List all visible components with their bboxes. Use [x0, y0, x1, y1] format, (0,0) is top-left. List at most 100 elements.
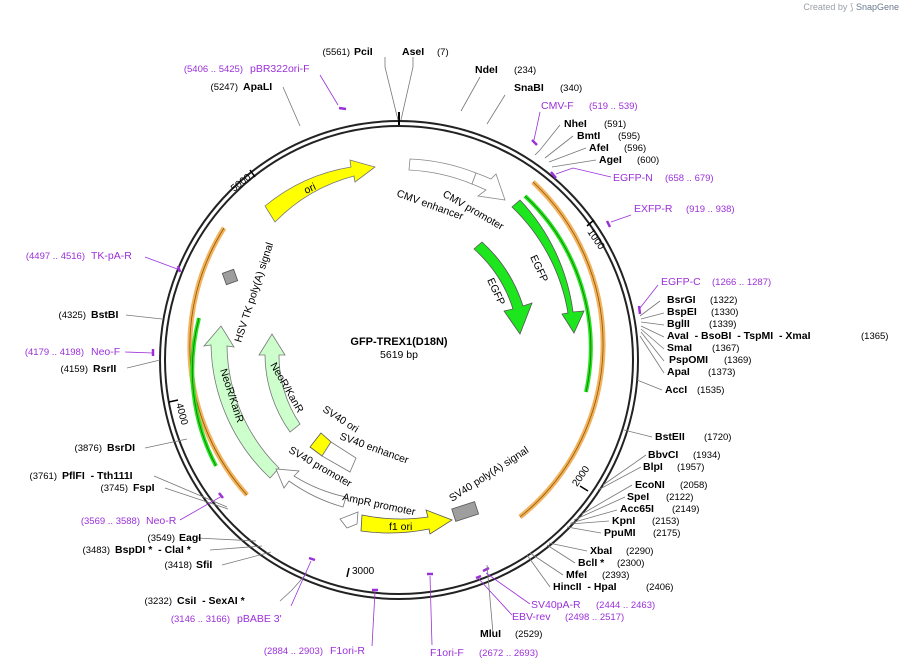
site-name-bspei: BspEI	[667, 306, 697, 318]
site-pos-bmti: (595)	[618, 131, 640, 142]
orf-arc-right-outline	[519, 181, 604, 518]
tick-4000	[168, 399, 179, 403]
site-pos-nhei: (591)	[604, 119, 626, 130]
leader	[526, 554, 551, 588]
egfp-inner-arrow	[473, 241, 533, 335]
site-name-sfii: SfiI	[196, 559, 212, 571]
tick-5000	[249, 169, 256, 178]
tick-1000	[586, 219, 595, 227]
primer-leader	[533, 111, 541, 141]
primer-name-pbabe3: pBABE 3'	[237, 613, 282, 625]
site-pos-bglii: (1339)	[709, 319, 736, 330]
leader	[569, 520, 610, 525]
primer-name-exfp-r: EXFP-R	[634, 203, 673, 215]
primer-name-egfp-c: EGFP-C	[661, 276, 701, 288]
tick-label-2000: 2000	[570, 464, 592, 489]
plasmid-length: 5619 bp	[380, 349, 418, 361]
leader	[144, 438, 188, 449]
primer-mark	[338, 106, 347, 111]
primer-leader	[290, 560, 312, 607]
site-name-kpni: KpnI	[612, 515, 635, 527]
site-pos-eagi: (3549)	[148, 533, 175, 544]
sv40-polya-label: SV40 poly(A) signal	[447, 444, 531, 504]
site-name-mfei: MfeI	[566, 569, 587, 581]
primer-marks	[151, 106, 642, 592]
site-name-mlui: MluI	[480, 628, 501, 640]
leader	[282, 86, 301, 127]
leader	[639, 335, 665, 374]
leader	[640, 312, 665, 320]
primer-range-sv40pa-r: (2444 .. 2463)	[596, 600, 655, 611]
site-pos-mfei: (2393)	[602, 570, 629, 581]
site-pos-bsrdi: (3876)	[75, 443, 102, 454]
site-pos-acci: (1535)	[697, 385, 724, 396]
leader	[153, 475, 228, 508]
leader	[209, 545, 263, 551]
site-pos-asei: (7)	[437, 47, 449, 58]
primer-name-pbr322ori-f: pBR322ori-F	[250, 63, 310, 75]
ampr-promoter-arrow	[339, 511, 359, 529]
site-pos-bspdi: (3483)	[83, 545, 110, 556]
site-name-snabi: SnaBI	[514, 82, 544, 94]
leader	[640, 321, 665, 326]
ori-label: ori	[302, 181, 318, 197]
leader	[544, 135, 574, 159]
primer-range-egfp-n: (658 .. 679)	[665, 173, 714, 184]
primer-name-neo-f: Neo-F	[91, 346, 120, 358]
site-pos-sfii: (3418)	[165, 560, 192, 571]
primer-mark	[550, 171, 557, 179]
leader	[573, 496, 626, 521]
site-name-bcli: BclI *	[578, 557, 605, 569]
site-pos-bstbi: (4325)	[59, 310, 86, 321]
site-name-fspi: FspI	[133, 482, 155, 494]
site-name-xbai: XbaI	[590, 545, 612, 557]
site-name-avai-group: AvaI - BsoBI - TspMI - XmaI	[667, 330, 811, 342]
leader	[570, 509, 618, 524]
primer-mark	[176, 265, 182, 273]
primer-name-cmv-f: CMV-F	[541, 100, 574, 112]
leader	[164, 487, 229, 510]
site-name-acci: AccI	[665, 384, 687, 396]
backbone-inner-circle	[164, 125, 634, 595]
egfp-outer-arrow	[511, 199, 585, 334]
primer-range-ebv-rev: (2498 .. 2517)	[565, 612, 624, 623]
leader	[623, 429, 653, 438]
site-name-bsrgi: BsrGI	[667, 294, 696, 306]
primer-range-egfp-c: (1266 .. 1287)	[712, 277, 771, 288]
leader	[639, 300, 661, 317]
site-name-bbvci: BbvCI	[648, 449, 678, 461]
site-pos-ndei: (234)	[514, 65, 536, 76]
site-pos-csii: (3232)	[145, 596, 172, 607]
primer-leader	[639, 284, 659, 309]
primer-range-exfp-r: (919 .. 938)	[686, 204, 735, 215]
site-pos-rsrii: (4159)	[61, 364, 88, 375]
site-name-blpi: BlpI	[643, 461, 663, 473]
tick-label-3000: 3000	[352, 566, 375, 577]
site-name-bglii: BglII	[667, 318, 690, 330]
site-pos-fspi: (3745)	[101, 483, 128, 494]
site-pos-agei: (600)	[637, 155, 659, 166]
f1-ori-arrow	[360, 509, 453, 535]
site-labels: (5561) PciI AseI (7) NdeI (234) SnaBI (3…	[30, 46, 889, 640]
neo-outer-arrow	[203, 325, 280, 479]
leader	[597, 466, 642, 491]
site-name-pspomi: PspOMI	[669, 354, 708, 366]
site-pos-hincii-hpai: (2406)	[646, 582, 673, 593]
plasmid-name: GFP-TREX1(D18N)	[350, 336, 448, 348]
primer-name-egfp-n: EGFP-N	[613, 172, 653, 184]
primer-range-f1ori-r: (2884 .. 2903)	[264, 646, 323, 657]
site-pos-avai-group: (1365)	[861, 331, 888, 342]
site-name-bmti: BmtI	[577, 130, 600, 142]
site-pos-apali: (5247)	[211, 82, 238, 93]
site-pos-apai: (1373)	[708, 367, 735, 378]
primer-name-ebv-rev: EBV-rev	[512, 611, 551, 623]
site-name-eagi: EagI	[179, 532, 201, 544]
site-pos-xbai: (2290)	[626, 546, 653, 557]
primer-range-pbr322ori-f: (5406 .. 5425)	[184, 64, 243, 75]
ori-arrow	[264, 159, 376, 223]
site-pos-econi: (2058)	[680, 480, 707, 491]
site-name-bspdi-clai: BspDI * - ClaI *	[115, 544, 192, 556]
leader	[548, 542, 588, 552]
credit-brand: SnapGene	[855, 2, 899, 12]
